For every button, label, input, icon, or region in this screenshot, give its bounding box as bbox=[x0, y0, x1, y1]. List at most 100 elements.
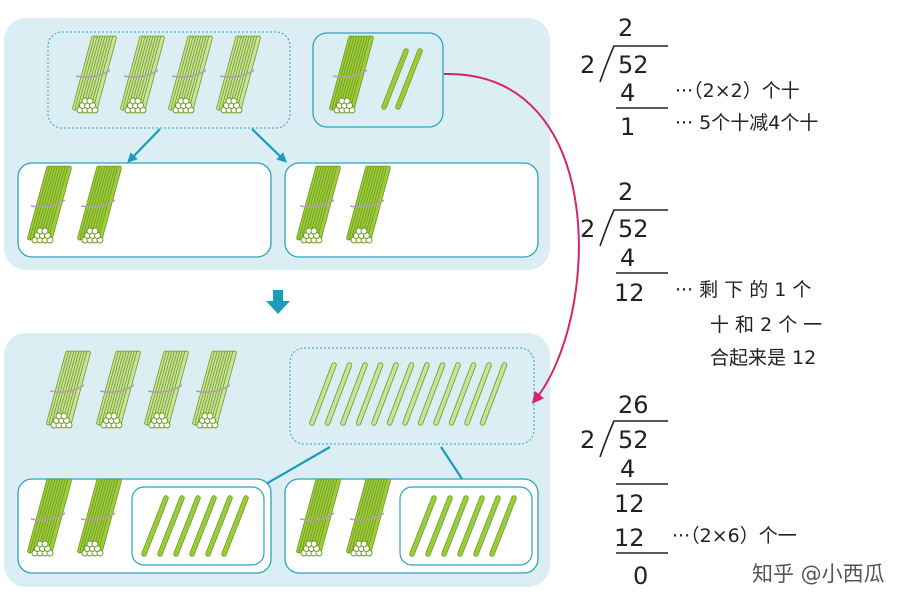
stick-highlight bbox=[365, 479, 388, 553]
stick-highlight bbox=[57, 351, 80, 425]
share-bundles-top-right bbox=[296, 165, 391, 244]
bundle-tie bbox=[30, 512, 66, 521]
divisor: 2 bbox=[580, 51, 595, 79]
loose-sticks-group bbox=[289, 347, 535, 445]
stick-end bbox=[91, 540, 99, 548]
ten-stick-bundle bbox=[346, 165, 391, 244]
stick-highlight bbox=[85, 479, 109, 553]
division-bracket bbox=[599, 45, 668, 83]
stick-highlight bbox=[150, 351, 173, 425]
twelve-loose-sticks bbox=[309, 362, 508, 426]
bundle-tie bbox=[147, 384, 183, 393]
stick-highlight bbox=[85, 166, 109, 240]
stick-highlight bbox=[341, 363, 367, 425]
stick-highlight bbox=[109, 351, 133, 425]
stick-highlight bbox=[75, 36, 98, 110]
stick-highlight bbox=[128, 36, 151, 110]
stick-end bbox=[158, 412, 166, 420]
stick-highlight bbox=[126, 36, 149, 110]
stick-highlight bbox=[142, 496, 168, 556]
stick-highlight bbox=[158, 496, 184, 556]
loose-sticks bbox=[381, 48, 423, 110]
stick-highlight bbox=[83, 166, 106, 240]
stick-highlight bbox=[310, 363, 336, 425]
stick-highlight bbox=[360, 166, 383, 240]
stick-highlight bbox=[396, 49, 422, 109]
stick-highlight bbox=[182, 36, 205, 110]
remainder-bundle-and-sticks bbox=[329, 35, 423, 114]
stick-highlight bbox=[348, 36, 371, 110]
top-bundles-group bbox=[47, 31, 291, 129]
stick-highlight bbox=[335, 36, 358, 110]
ten-stick-bundle bbox=[72, 35, 117, 114]
stick-highlight bbox=[299, 166, 322, 240]
stick-highlight bbox=[224, 36, 247, 110]
stick-highlight bbox=[91, 36, 114, 110]
ten-stick-bundle bbox=[329, 35, 374, 114]
stick-end bbox=[206, 412, 214, 420]
stick-highlight bbox=[474, 496, 500, 556]
stick-highlight bbox=[330, 36, 353, 110]
stick-highlight bbox=[35, 166, 59, 240]
bundle-tie bbox=[332, 69, 368, 78]
stick-highlight bbox=[297, 479, 320, 553]
stick-highlight bbox=[120, 36, 144, 110]
stick-highlight bbox=[85, 36, 109, 110]
stick-highlight bbox=[136, 36, 159, 110]
division-step-2: 2 2 52 4 12 ··· 剩 下 的 1 个 十 和 2 个 一 合起来是… bbox=[580, 178, 822, 369]
share-bottom-right bbox=[296, 478, 517, 557]
stick-highlight bbox=[83, 36, 106, 110]
stick-highlight bbox=[52, 351, 75, 425]
step-line-note: ··· 剩 下 的 1 个 bbox=[675, 279, 811, 301]
stick-highlight bbox=[107, 351, 130, 425]
bundle-group-top bbox=[72, 35, 261, 114]
regroup-arrow bbox=[443, 72, 580, 404]
stick-highlight bbox=[349, 479, 372, 553]
stick-highlight bbox=[155, 351, 178, 425]
stick-highlight bbox=[307, 479, 330, 553]
step-line-value: 4 bbox=[620, 455, 635, 483]
stick-highlight bbox=[357, 479, 380, 553]
stick-highlight bbox=[33, 166, 56, 240]
stick-highlight bbox=[235, 36, 258, 110]
division-bracket bbox=[599, 420, 668, 458]
share-bundles-top-left bbox=[27, 165, 122, 244]
bundle-tie bbox=[30, 199, 66, 208]
stick-highlight bbox=[93, 479, 116, 553]
stick-highlight bbox=[88, 166, 111, 240]
step-note-continuation: 十 和 2 个 一 bbox=[710, 314, 822, 336]
stick-highlight bbox=[139, 36, 162, 110]
bundle-tie bbox=[49, 384, 85, 393]
stick-end bbox=[230, 97, 238, 105]
stick-highlight bbox=[54, 351, 78, 425]
bundle-tie bbox=[299, 512, 335, 521]
stick-highlight bbox=[372, 363, 398, 425]
stick-highlight bbox=[403, 363, 429, 425]
stick-highlight bbox=[352, 479, 375, 553]
stick-highlight bbox=[426, 496, 452, 556]
step-line-value: 4 bbox=[620, 79, 635, 107]
stick-highlight bbox=[343, 36, 366, 110]
stick-highlight bbox=[30, 479, 53, 553]
stick-highlight bbox=[360, 479, 383, 553]
stick-highlight bbox=[152, 351, 175, 425]
stick-highlight bbox=[169, 36, 192, 110]
stick-highlight bbox=[312, 166, 335, 240]
ten-stick-bundle bbox=[120, 35, 165, 114]
stick-highlight bbox=[442, 496, 468, 556]
stick-highlight bbox=[302, 166, 325, 240]
ten-stick-bundle bbox=[77, 165, 122, 244]
bundle-tie bbox=[219, 69, 255, 78]
step-line-value: 1 bbox=[620, 113, 635, 141]
bundle-tie bbox=[171, 69, 207, 78]
stick-highlight bbox=[77, 166, 101, 240]
stick-highlight bbox=[30, 166, 53, 240]
stick-highlight bbox=[62, 351, 85, 425]
division-step-3: 26 2 52 4 12 12 ···（2×6）个一 0 bbox=[580, 391, 797, 590]
bundle-tie bbox=[195, 384, 231, 393]
division-bracket bbox=[599, 209, 668, 247]
quotient: 26 bbox=[618, 391, 649, 419]
stick-highlight bbox=[458, 496, 484, 556]
stick-highlight bbox=[33, 479, 56, 553]
